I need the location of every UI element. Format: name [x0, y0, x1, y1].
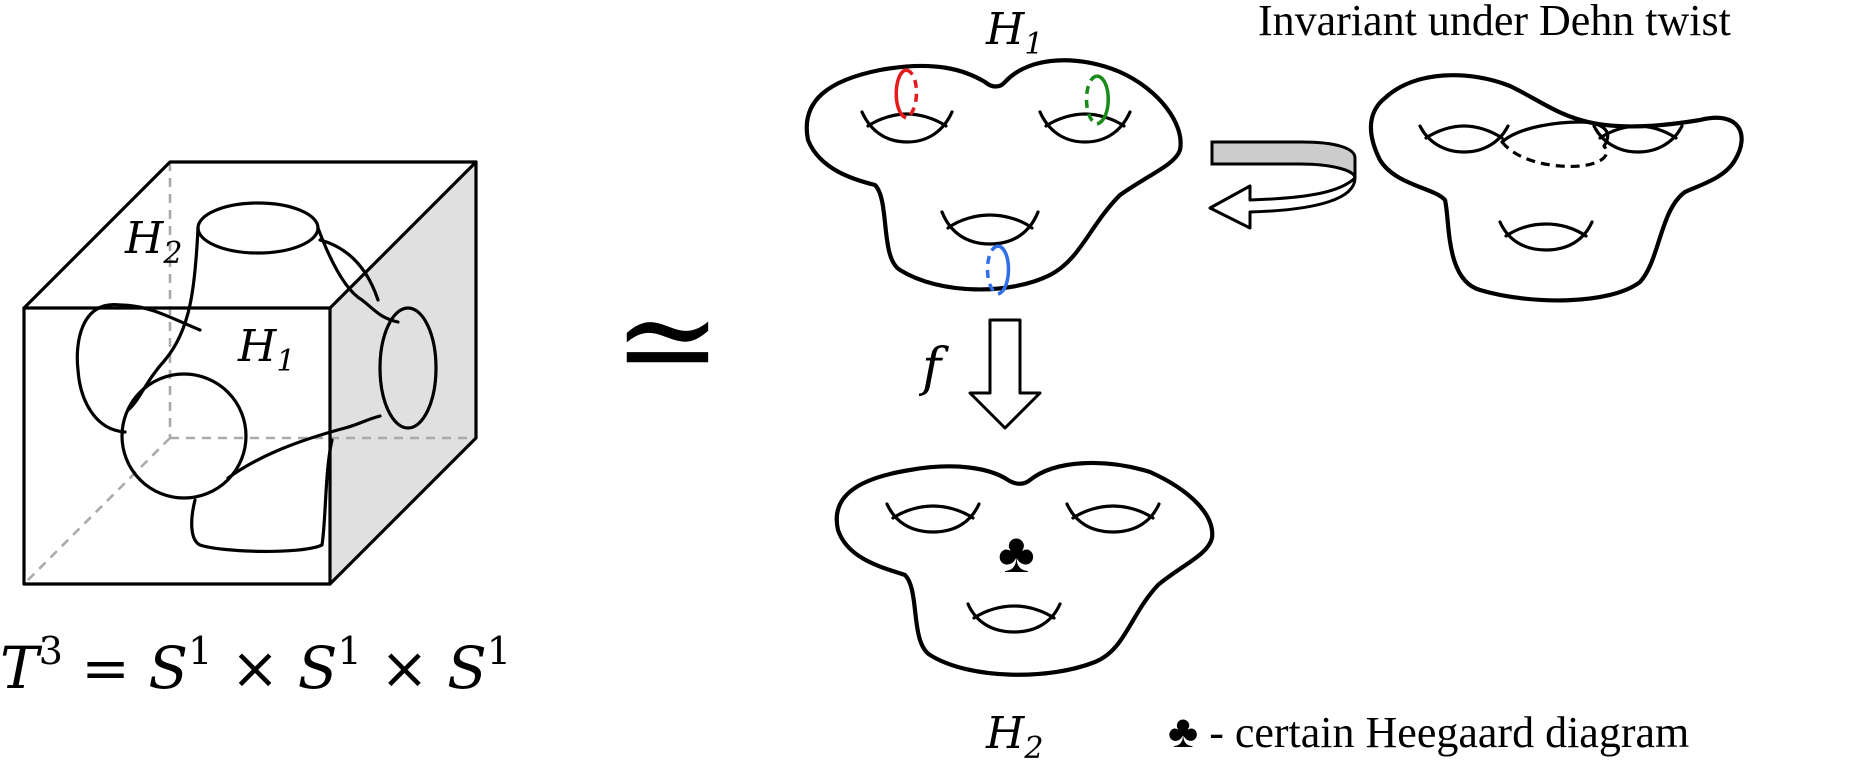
legend: ♣ - certain Heegaard diagram [1168, 706, 1689, 757]
handle-hole-left [1418, 124, 1510, 154]
surface-outline [1368, 73, 1744, 303]
cube-label-h2: H2 [124, 213, 182, 271]
cube-right-face [330, 162, 476, 584]
handle-hole-left [885, 502, 981, 534]
dehn-twist-arrow [1208, 140, 1357, 230]
bottom-surface-label: H2 [985, 708, 1043, 761]
legend-club-icon: ♣ [1168, 706, 1198, 757]
handle-hole-bottom [966, 602, 1062, 634]
handlebody-h1-tubes [75, 201, 438, 553]
dehn-twist-curve [1500, 120, 1610, 169]
top-surface-label: H1 [985, 4, 1043, 62]
red-meridian-curve [894, 68, 919, 120]
handle-hole-right [1592, 124, 1684, 154]
torus-equation: T3 = S1 × S1 × S1 [0, 629, 511, 702]
club-icon: ♣ [998, 523, 1035, 585]
handle-hole-left [860, 110, 954, 144]
homeomorphism-symbol: ≃ [613, 270, 722, 414]
genus3-surface-top [804, 58, 1183, 296]
handle-hole-bottom [1498, 220, 1594, 252]
surface-outline [804, 58, 1183, 292]
cube-label-h1: H1 [237, 321, 295, 379]
map-label: f [918, 338, 949, 398]
green-meridian-curve [1084, 74, 1110, 126]
surface-outline [834, 460, 1215, 677]
torus-cube [22, 160, 478, 586]
genus3-surface-twisted [1368, 73, 1744, 303]
blue-meridian-curve [985, 244, 1011, 296]
map-down-arrow [968, 318, 1042, 430]
genus3-surface-bottom: ♣ [834, 460, 1215, 677]
handle-hole-right [1065, 502, 1161, 534]
handle-hole-right [1038, 110, 1132, 144]
legend-text: - certain Heegaard diagram [1198, 708, 1689, 757]
handle-hole-bottom [940, 210, 1040, 246]
dehn-twist-caption: Invariant under Dehn twist [1258, 0, 1731, 45]
